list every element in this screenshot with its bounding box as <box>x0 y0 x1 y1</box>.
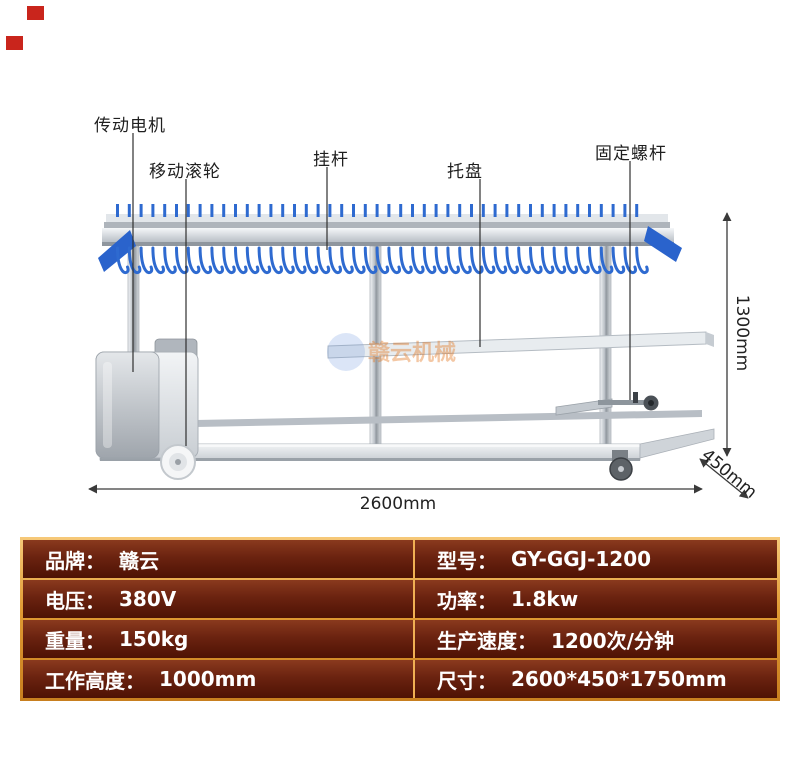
watermark: 赣云机械 <box>327 333 456 371</box>
spec-power-value: 1.8kw <box>511 587 579 611</box>
left-roller-wheel <box>160 444 196 480</box>
spec-model: 型号： GY-GGJ-1200 <box>413 540 777 578</box>
spec-brand: 品牌： 赣云 <box>23 540 413 578</box>
spec-speed-value: 1200次/分钟 <box>551 628 674 653</box>
right-caster-wheel <box>609 450 633 481</box>
spec-power-label: 功率： <box>437 588 497 613</box>
spec-working-height-value: 1000mm <box>159 667 257 691</box>
spec-weight: 重量： 150kg <box>23 620 413 658</box>
spec-speed: 生产速度： 1200次/分钟 <box>413 620 777 658</box>
spec-voltage-label: 电压： <box>45 588 105 613</box>
spec-working-height: 工作高度： 1000mm <box>23 660 413 698</box>
spec-model-value: GY-GGJ-1200 <box>511 547 652 571</box>
spec-power: 功率： 1.8kw <box>413 580 777 618</box>
spec-brand-label: 品牌： <box>45 548 105 573</box>
spec-size-value: 2600*450*1750mm <box>511 667 727 691</box>
spec-working-height-label: 工作高度： <box>45 668 145 693</box>
dimension-height-label: 1300mm <box>732 294 752 372</box>
spec-size-label: 尺寸： <box>437 668 497 693</box>
spec-weight-value: 150kg <box>119 627 189 651</box>
leader-lines <box>132 133 631 446</box>
spec-row-1: 品牌： 赣云 型号： GY-GGJ-1200 <box>23 540 777 578</box>
spec-model-label: 型号： <box>437 548 497 573</box>
spec-size: 尺寸： 2600*450*1750mm <box>413 660 777 698</box>
spec-table: 品牌： 赣云 型号： GY-GGJ-1200 电压： 380V 功率： 1.8k… <box>20 537 780 701</box>
spec-voltage-value: 380V <box>119 587 177 611</box>
spec-row-3: 重量： 150kg 生产速度： 1200次/分钟 <box>23 620 777 658</box>
part-label-motor: 传动电机 <box>94 116 166 136</box>
dimension-lines <box>88 212 749 499</box>
part-label-rod: 挂杆 <box>313 150 349 170</box>
spec-brand-value: 赣云 <box>119 548 159 573</box>
part-label-tray: 托盘 <box>447 162 483 182</box>
spec-row-4: 工作高度： 1000mm 尺寸： 2600*450*1750mm <box>23 660 777 698</box>
part-label-screw: 固定螺杆 <box>595 144 667 164</box>
part-label-roller: 移动滚轮 <box>149 162 221 182</box>
machine-illustration: 赣云机械 <box>88 133 749 499</box>
base-frame <box>99 410 715 461</box>
spec-voltage: 电压： 380V <box>23 580 413 618</box>
motor-box <box>95 338 199 459</box>
rail-end-right <box>644 226 682 262</box>
spec-speed-label: 生产速度： <box>437 628 537 653</box>
spec-row-2: 电压： 380V 功率： 1.8kw <box>23 580 777 618</box>
decor-red-square-2 <box>6 36 23 50</box>
dimension-length-label: 2600mm <box>359 494 437 514</box>
spec-weight-label: 重量： <box>45 628 105 653</box>
watermark-text: 赣云机械 <box>368 340 456 366</box>
fixing-screw-assembly <box>555 392 659 416</box>
tray-shelf <box>327 331 714 359</box>
decor-red-square-1 <box>27 6 44 20</box>
